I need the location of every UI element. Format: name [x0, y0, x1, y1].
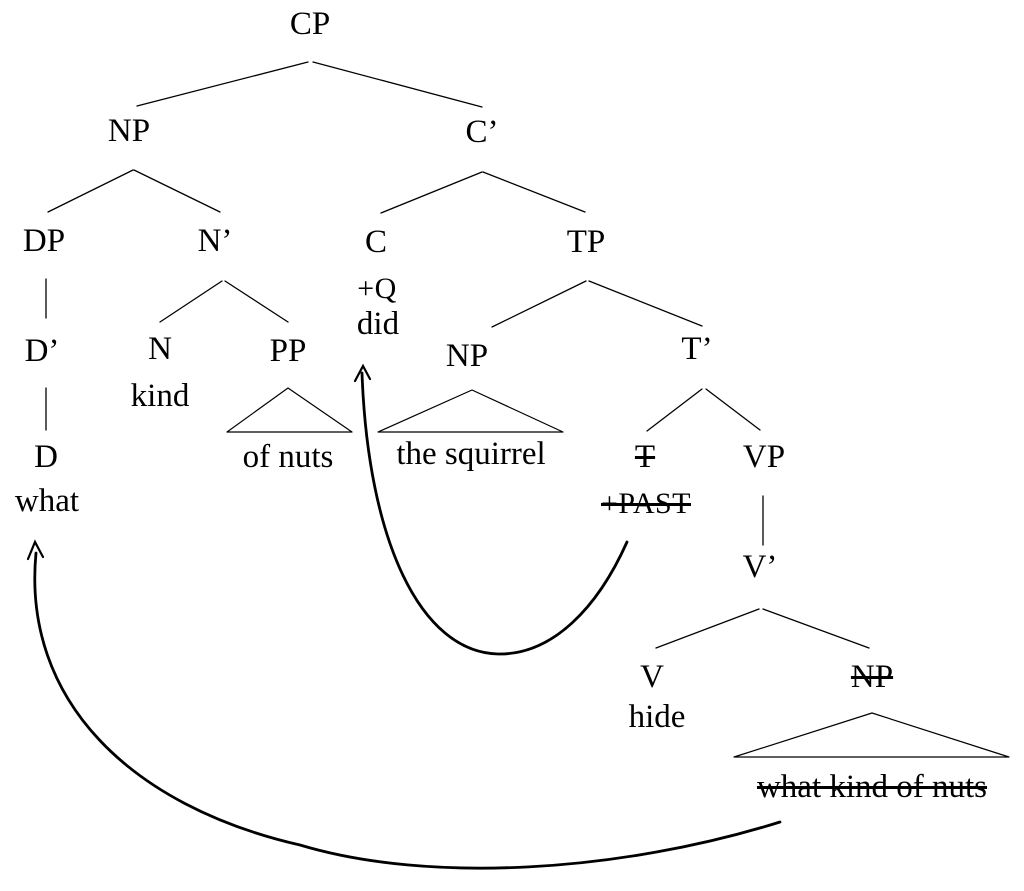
node-c-word: did — [356, 306, 400, 342]
edge-vbar-v — [655, 608, 760, 649]
node-t: T — [634, 439, 656, 475]
node-np-wh: NP — [107, 113, 151, 149]
node-c: C — [364, 224, 388, 260]
node-vbar: V’ — [742, 549, 778, 585]
node-pp-words: of nuts — [242, 439, 334, 475]
node-d: D — [34, 439, 58, 475]
node-v: V — [640, 659, 664, 695]
node-c-feature: +Q — [357, 272, 397, 305]
node-tbar: T’ — [681, 331, 713, 367]
edge-tbar-t — [646, 388, 703, 432]
wh-movement-arrow — [33, 551, 782, 870]
node-t-feature: +PAST — [600, 487, 692, 520]
node-vp: VP — [742, 439, 786, 475]
node-pp: PP — [269, 333, 307, 369]
pp-triangle — [226, 387, 353, 433]
t-to-c-arrowhead-icon — [353, 363, 372, 383]
t-to-c-movement-arrow — [360, 371, 629, 656]
node-d-word: what — [14, 483, 80, 519]
node-cbar: C’ — [465, 114, 499, 150]
edge-cbar-tp — [482, 171, 586, 213]
node-n: N — [148, 331, 172, 367]
node-n-word: kind — [130, 378, 190, 414]
edge-nbar-n — [159, 280, 223, 323]
node-dbar: D’ — [24, 333, 60, 369]
node-np-object-words: what kind of nuts — [756, 769, 988, 805]
edge-cp-cbar — [312, 61, 483, 108]
node-np-subject: NP — [445, 338, 489, 374]
wh-movement-arrowhead-icon — [26, 539, 45, 561]
node-np-subject-words: the squirrel — [396, 436, 546, 472]
edge-cp-np — [136, 61, 309, 107]
edge-np-dp — [47, 169, 134, 213]
node-tp: TP — [566, 224, 606, 260]
object-np-triangle — [733, 712, 1010, 758]
edge-cbar-c — [380, 171, 483, 214]
edge-nbar-pp — [224, 280, 289, 323]
edge-vbar-np — [762, 608, 870, 649]
edge-np-nbar — [133, 169, 221, 213]
edge-tp-np — [491, 280, 587, 328]
edge-tbar-vp — [705, 388, 761, 431]
edge-tp-tbar — [588, 280, 703, 327]
subject-np-triangle — [377, 389, 564, 433]
node-nbar: N’ — [197, 223, 233, 259]
node-v-word: hide — [628, 699, 686, 735]
node-cp: CP — [289, 6, 331, 42]
node-dp: DP — [22, 223, 66, 259]
node-np-object: NP — [850, 659, 894, 695]
